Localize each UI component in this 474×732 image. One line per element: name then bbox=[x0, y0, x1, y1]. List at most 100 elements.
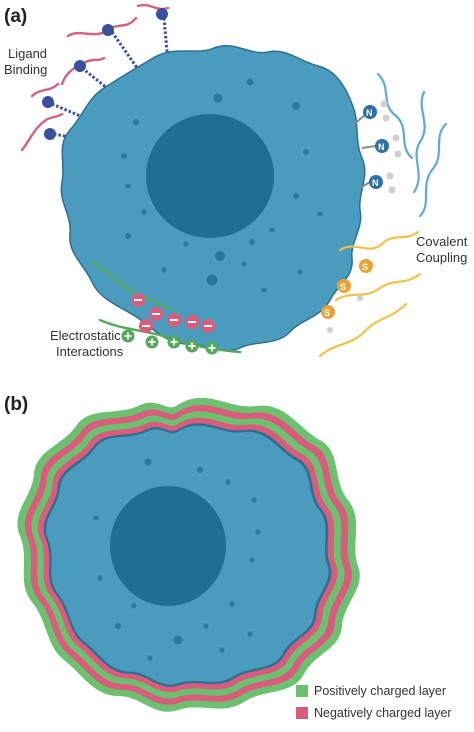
ligand-binding-label: Ligand Binding bbox=[4, 46, 51, 77]
vesicle bbox=[93, 515, 99, 521]
covalent-strand-3 bbox=[418, 122, 448, 218]
legend: Positively charged layer Negatively char… bbox=[296, 684, 452, 720]
hydrogen-atom bbox=[392, 134, 400, 142]
vesicle bbox=[249, 557, 255, 563]
vesicle bbox=[173, 635, 183, 645]
vesicle bbox=[297, 269, 303, 275]
covalent-strand-2 bbox=[412, 90, 426, 194]
vesicle bbox=[125, 183, 131, 189]
nucleus-b bbox=[110, 486, 226, 606]
thiol-atom bbox=[321, 305, 335, 319]
hydrogen-atom bbox=[357, 295, 363, 301]
receptor-chain-2 bbox=[110, 31, 142, 73]
hydrogen-atom bbox=[382, 114, 390, 122]
vesicle bbox=[161, 267, 167, 273]
covalent-coupling-label: Covalent Coupling bbox=[416, 234, 471, 265]
vesicle bbox=[197, 467, 203, 473]
vesicle bbox=[249, 239, 255, 245]
amine-links bbox=[351, 113, 377, 189]
covalent-coupling-line-1: Covalent bbox=[416, 234, 468, 249]
vesicle bbox=[206, 274, 218, 286]
panel-a-label: (a) bbox=[4, 6, 27, 27]
amine-link bbox=[351, 113, 367, 127]
amine-atom bbox=[375, 139, 389, 153]
receptor-head bbox=[42, 96, 54, 108]
vesicle bbox=[147, 655, 153, 661]
ligand-binding-line-2: Binding bbox=[4, 62, 47, 77]
thiol-strands bbox=[318, 230, 422, 358]
vesicle bbox=[261, 287, 267, 293]
legend-swatch-positive bbox=[296, 685, 308, 697]
receptor-head bbox=[44, 128, 56, 140]
covalent-coupling-line-2: Coupling bbox=[416, 250, 467, 265]
electro-strand-1 bbox=[90, 260, 174, 312]
vesicles-b bbox=[93, 458, 261, 661]
vesicle bbox=[131, 603, 137, 609]
amine-symbol: N bbox=[378, 142, 385, 152]
electrostatic-line-1: Electrostatic bbox=[50, 328, 121, 343]
hydrogen-atom bbox=[327, 327, 333, 333]
thiol-symbol: S bbox=[340, 282, 346, 292]
vesicle bbox=[229, 601, 235, 607]
vesicle bbox=[203, 623, 209, 629]
electrostatic-interactions-label: Electrostatic Interactions bbox=[50, 328, 124, 359]
vesicle bbox=[293, 193, 299, 199]
thiol-strand-2 bbox=[334, 272, 422, 302]
ligand-strands bbox=[20, 3, 170, 152]
vesicle bbox=[292, 102, 300, 110]
covalent-strands bbox=[376, 72, 448, 218]
amine-group-2: N bbox=[375, 134, 402, 158]
amine-atom bbox=[363, 105, 377, 119]
legend-item-positive: Positively charged layer bbox=[296, 684, 446, 698]
vesicle bbox=[183, 241, 189, 247]
vesicle bbox=[247, 631, 253, 637]
covalent-strand-1 bbox=[376, 72, 414, 160]
amine-atom bbox=[369, 175, 383, 189]
thiol-symbol: S bbox=[324, 308, 330, 318]
legend-item-negative: Negatively charged layer bbox=[296, 706, 452, 720]
thiol-strand-1 bbox=[338, 230, 420, 252]
panel-b-label: (b) bbox=[4, 394, 28, 415]
amine-link bbox=[361, 145, 377, 149]
amine-symbol: N bbox=[372, 178, 379, 188]
receptor-head bbox=[102, 24, 114, 36]
ligand-strand-2 bbox=[66, 16, 138, 38]
vesicle bbox=[213, 93, 223, 103]
receptor-head bbox=[156, 8, 168, 20]
amine-link bbox=[359, 181, 371, 189]
legend-label-negative: Negatively charged layer bbox=[314, 706, 452, 720]
ligand-strand-5 bbox=[20, 112, 64, 152]
vesicle bbox=[125, 233, 131, 239]
thiol-atom bbox=[359, 259, 373, 273]
vesicle bbox=[219, 647, 225, 653]
nucleus-a bbox=[146, 114, 274, 238]
vesicle bbox=[303, 149, 309, 155]
receptor-head bbox=[74, 60, 86, 72]
vesicle bbox=[251, 497, 257, 503]
vesicle bbox=[144, 458, 152, 466]
vesicle bbox=[97, 575, 103, 581]
vesicle bbox=[255, 529, 261, 535]
hydrogen-atom bbox=[394, 150, 402, 158]
vesicle bbox=[133, 119, 139, 125]
positive-signs bbox=[124, 332, 216, 352]
negative-signs bbox=[134, 299, 212, 327]
receptor-heads bbox=[42, 8, 168, 140]
ligand-strand-4 bbox=[30, 82, 60, 98]
legend-swatch-negative bbox=[296, 707, 308, 719]
hydrogen-atom bbox=[380, 100, 388, 108]
vesicle bbox=[141, 209, 147, 215]
vesicle bbox=[246, 78, 254, 86]
thiol-strand-3 bbox=[318, 302, 408, 358]
vesicle bbox=[269, 227, 275, 233]
vesicle bbox=[241, 261, 247, 267]
vesicles-a bbox=[121, 78, 323, 293]
hydrogen-atom bbox=[386, 172, 394, 180]
vesicle bbox=[317, 211, 323, 217]
amine-group-1: N bbox=[363, 100, 390, 122]
thiol-atom bbox=[337, 279, 351, 293]
vesicle bbox=[121, 153, 127, 159]
vesicle bbox=[215, 251, 225, 261]
electrostatic-line-2: Interactions bbox=[56, 344, 124, 359]
amine-groups: N N N bbox=[363, 100, 402, 194]
